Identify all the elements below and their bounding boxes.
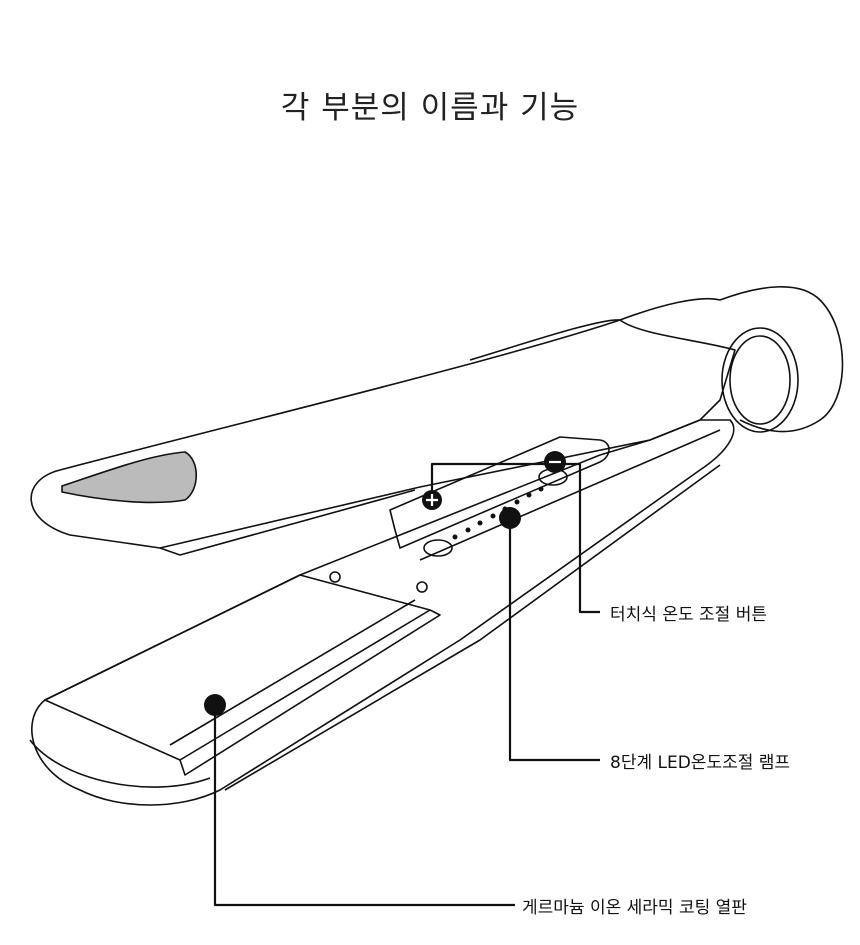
plate-marker-dot (204, 694, 226, 716)
plate-leader (213, 705, 515, 907)
lower-arm (31, 419, 735, 806)
hinge-cap (721, 327, 799, 433)
page-title: 각 부분의 이름과 기능 (280, 90, 580, 126)
hinge (719, 286, 844, 433)
upper-arm (30, 319, 736, 549)
texture-pattern (61, 451, 197, 504)
touch-button-leader (430, 462, 600, 614)
led-marker-dot (499, 507, 521, 529)
plus-button (423, 539, 453, 557)
led-leader (508, 518, 600, 762)
callout-heating-plate: 게르마늄 이온 세라믹 코팅 열판 (522, 898, 747, 918)
callout-touch-button: 터치식 온도 조절 버튼 (610, 605, 767, 625)
control-panel (389, 436, 610, 549)
heating-plate (44, 574, 431, 761)
callout-led-lamp: 8단계 LED온도조절 램프 (610, 753, 791, 773)
